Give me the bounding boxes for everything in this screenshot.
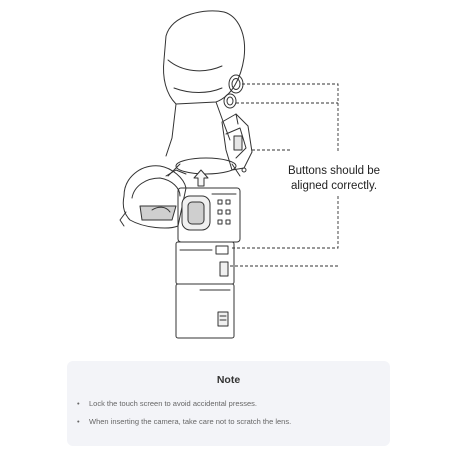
note-title: Note (216, 374, 241, 386)
callout-line-2: aligned correctly. (290, 180, 378, 192)
bullet-icon: • (77, 417, 80, 426)
camera-lens-module (177, 187, 241, 243)
note-item-text: Lock the touch screen to avoid accidenta… (89, 399, 258, 408)
leader-line-dome (242, 83, 339, 152)
callout-line-1: Buttons should be (287, 165, 381, 177)
dome-buttons (223, 74, 244, 109)
note-item: • When inserting the camera, take care n… (77, 417, 387, 427)
camera-battery-module (175, 283, 235, 339)
note-item: • Lock the touch screen to avoid acciden… (77, 399, 387, 409)
lens-cap (119, 165, 187, 229)
leader-line-core (232, 194, 339, 249)
collar-ring (175, 157, 237, 175)
note-list: • Lock the touch screen to avoid acciden… (77, 399, 387, 435)
mount-neck (165, 103, 177, 157)
note-item-text: When inserting the camera, take care not… (89, 417, 292, 426)
bullet-icon: • (77, 399, 80, 408)
up-arrow-icon (193, 169, 209, 187)
mount-dome (163, 10, 246, 105)
mount-dome-seam (167, 59, 223, 72)
alignment-callout: Buttons should be aligned correctly. (276, 164, 392, 194)
bracket-clip (221, 113, 253, 173)
note-panel: Note • Lock the touch screen to avoid ac… (67, 361, 390, 446)
camera-core-module (175, 241, 235, 285)
